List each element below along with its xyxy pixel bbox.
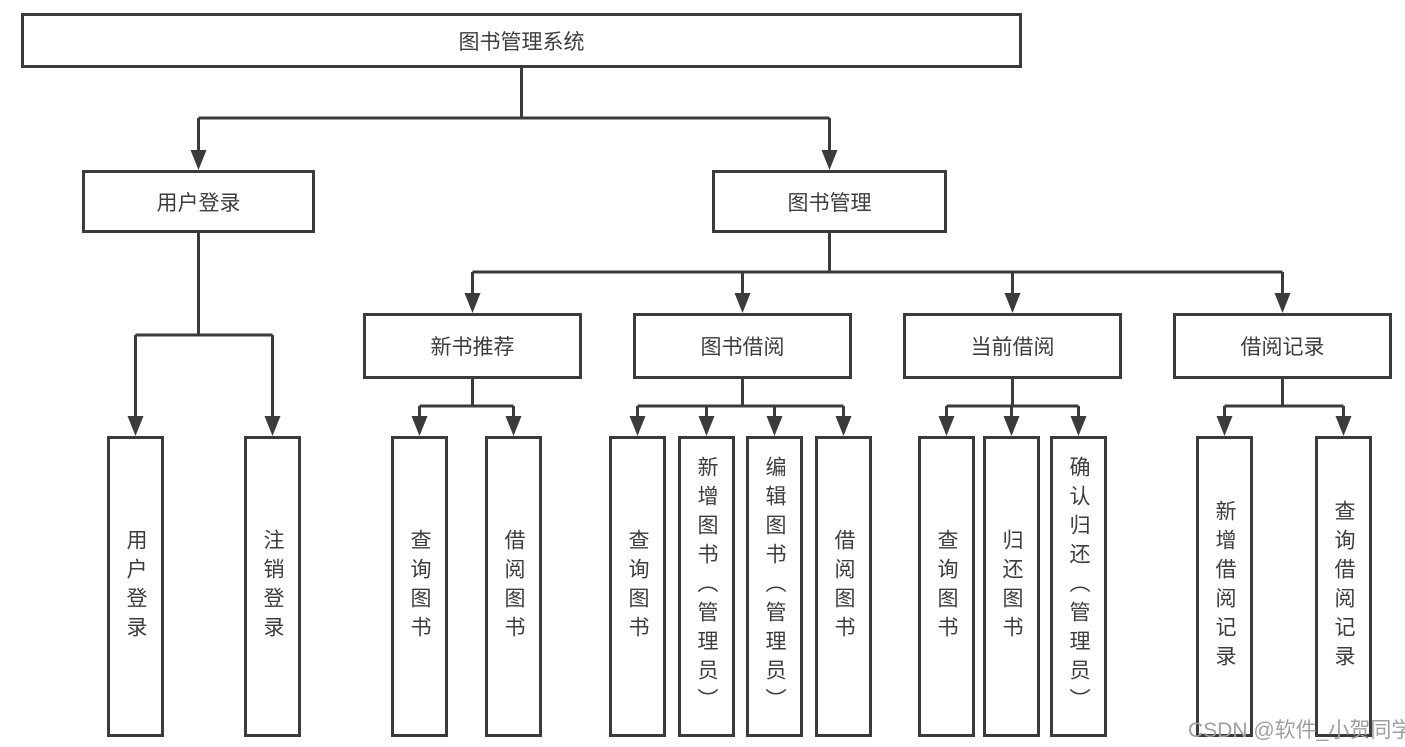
node-new-book-recommend: 新书推荐 bbox=[363, 313, 582, 379]
node-current-borrow: 当前借阅 bbox=[903, 313, 1122, 379]
node-book-management: 图书管理 bbox=[712, 170, 947, 233]
leaf-user-login: 用户登录 bbox=[107, 436, 164, 737]
leaf-query-books: 查询图书 bbox=[391, 436, 448, 737]
leaf-query-books-label: 查询图书 bbox=[626, 528, 650, 645]
node-borrow-records-label: 借阅记录 bbox=[1240, 336, 1325, 359]
leaf-return-books-label: 归还图书 bbox=[1000, 528, 1024, 645]
node-user-login-label: 用户登录 bbox=[156, 191, 241, 215]
node-current-borrow-label: 当前借阅 bbox=[970, 336, 1055, 359]
connector-paths bbox=[134, 68, 1345, 417]
leaf-add-books-admin-label: 新增图书（管理员） bbox=[695, 456, 719, 717]
leaf-user-login-label: 用户登录 bbox=[124, 528, 148, 645]
node-user-login: 用户登录 bbox=[82, 170, 315, 233]
node-book-borrow-label: 图书借阅 bbox=[700, 336, 785, 359]
leaf-query-borrow-record: 查询借阅记录 bbox=[1315, 436, 1372, 737]
leaf-return-books: 归还图书 bbox=[983, 436, 1040, 737]
leaf-borrow-books-label: 借阅图书 bbox=[832, 528, 856, 645]
leaf-query-books: 查询图书 bbox=[918, 436, 975, 737]
csdn-watermark: CSDN @软件_小贺同学 bbox=[1188, 719, 1405, 742]
leaf-edit-books-admin: 编辑图书（管理员） bbox=[746, 436, 803, 737]
leaf-confirm-return-admin: 确认归还（管理员） bbox=[1050, 436, 1107, 737]
leaf-logout: 注销登录 bbox=[244, 436, 301, 737]
leaf-add-borrow-record-label: 新增借阅记录 bbox=[1213, 499, 1237, 674]
leaf-confirm-return-admin-label: 确认归还（管理员） bbox=[1067, 456, 1091, 717]
leaf-add-books-admin: 新增图书（管理员） bbox=[678, 436, 735, 737]
leaf-query-books: 查询图书 bbox=[609, 436, 666, 737]
node-book-borrow: 图书借阅 bbox=[633, 313, 852, 379]
leaf-query-books-label: 查询图书 bbox=[408, 528, 432, 645]
leaf-query-books-label: 查询图书 bbox=[935, 528, 959, 645]
leaf-borrow-books: 借阅图书 bbox=[485, 436, 542, 737]
leaf-query-borrow-record-label: 查询借阅记录 bbox=[1332, 499, 1356, 674]
leaf-add-borrow-record: 新增借阅记录 bbox=[1196, 436, 1253, 737]
leaf-borrow-books: 借阅图书 bbox=[815, 436, 872, 737]
node-library-system-label: 图书管理系统 bbox=[458, 30, 585, 54]
leaf-borrow-books-label: 借阅图书 bbox=[502, 528, 526, 645]
leaf-logout-label: 注销登录 bbox=[261, 528, 285, 645]
node-borrow-records: 借阅记录 bbox=[1173, 313, 1392, 379]
node-book-management-label: 图书管理 bbox=[787, 191, 872, 215]
leaf-edit-books-admin-label: 编辑图书（管理员） bbox=[763, 456, 787, 717]
node-library-system: 图书管理系统 bbox=[21, 13, 1022, 68]
connector-arrowheads bbox=[127, 150, 1352, 436]
node-new-book-recommend-label: 新书推荐 bbox=[430, 336, 515, 359]
